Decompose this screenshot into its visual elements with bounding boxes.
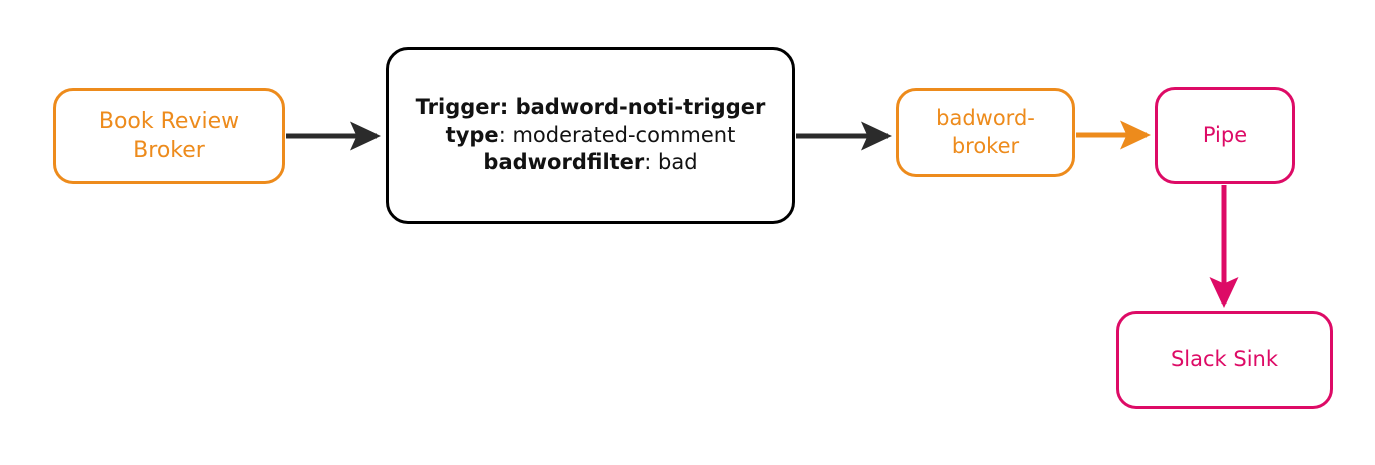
- node-badword-broker[interactable]: badword- broker: [896, 88, 1075, 177]
- trigger-line-name-value: badword-noti-trigger: [508, 94, 766, 119]
- trigger-line-type-value: : moderated-comment: [498, 122, 736, 147]
- trigger-line-type-key: type: [445, 122, 499, 147]
- node-slack-sink-label: Slack Sink: [1170, 347, 1279, 372]
- node-trigger[interactable]: Trigger: badword-noti-trigger type: mode…: [386, 47, 795, 224]
- node-book-review-broker-label: Book Review Broker: [98, 108, 240, 163]
- trigger-line-badwordfilter-value: : bad: [644, 150, 698, 175]
- trigger-line-name-key: Trigger:: [415, 94, 509, 119]
- node-trigger-label: Trigger: badword-noti-trigger type: mode…: [389, 94, 792, 178]
- trigger-line-name: Trigger: badword-noti-trigger: [403, 94, 778, 122]
- node-slack-sink[interactable]: Slack Sink: [1116, 311, 1333, 409]
- node-badword-broker-label: badword- broker: [936, 105, 1035, 158]
- trigger-line-badwordfilter-key: badwordfilter: [483, 150, 645, 175]
- node-book-review-broker[interactable]: Book Review Broker: [53, 88, 285, 184]
- trigger-line-type: type: moderated-comment: [403, 122, 778, 150]
- node-pipe-label: Pipe: [1202, 122, 1248, 147]
- node-pipe[interactable]: Pipe: [1155, 87, 1295, 184]
- trigger-line-badwordfilter: badwordfilter: bad: [403, 149, 778, 177]
